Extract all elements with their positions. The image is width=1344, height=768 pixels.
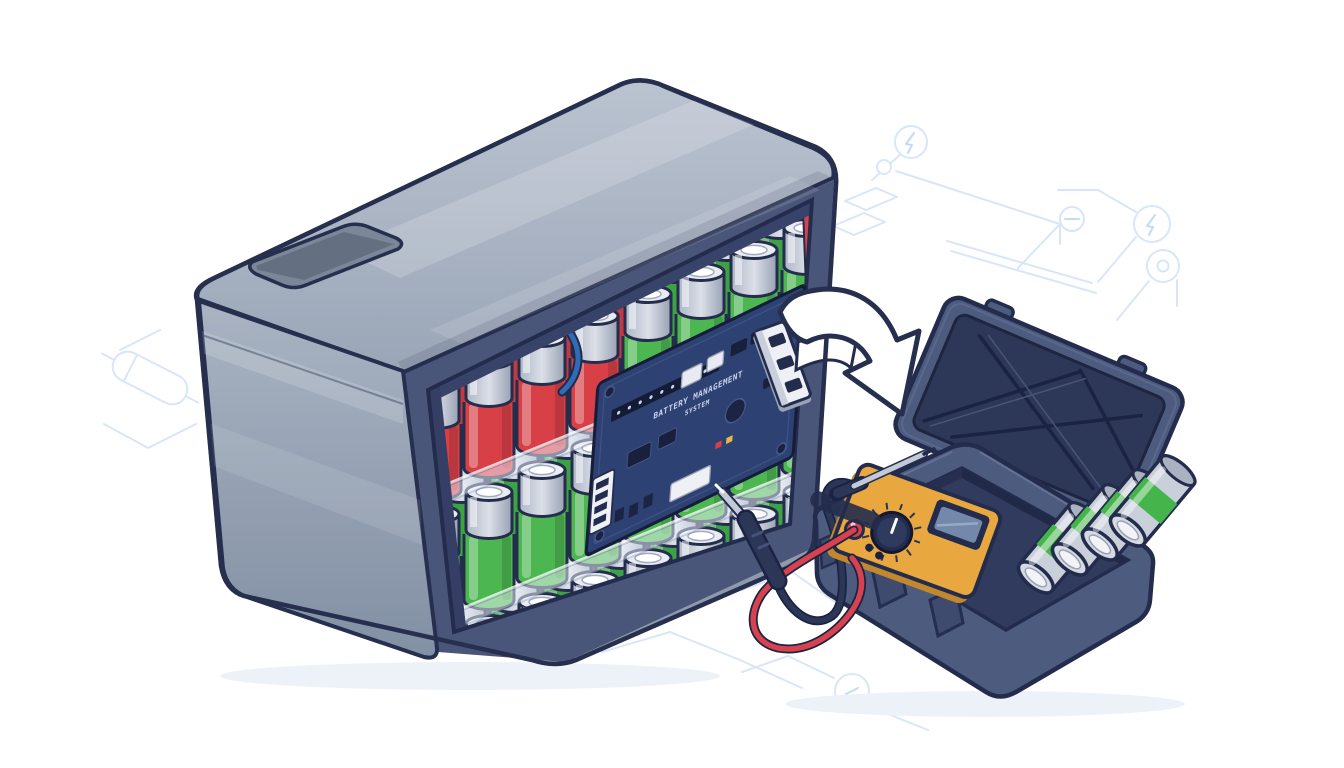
handle-slot <box>248 222 404 290</box>
end-sheen <box>199 330 403 424</box>
bms-board: BATTERY MANAGEMENT SYSTEM <box>584 284 858 557</box>
trace-group-top-right <box>832 125 1097 294</box>
case-lid <box>893 295 1185 531</box>
probe-tip-highlight <box>714 483 725 494</box>
red-test-lead <box>748 525 866 654</box>
top-front-shade <box>398 171 833 372</box>
capacitor <box>724 397 746 424</box>
battery-pack-cutaway: BATTERY MANAGEMENT SYSTEM <box>193 78 858 667</box>
top-sheen <box>340 98 760 278</box>
trace-group-right <box>1057 189 1180 321</box>
blue-wire <box>559 327 581 395</box>
led-amber <box>725 435 733 445</box>
frame-inner-edge <box>425 196 815 635</box>
edge-connector <box>588 468 616 536</box>
loose-probe <box>714 483 788 591</box>
end-sheen <box>201 420 422 545</box>
ic-chip <box>657 427 678 450</box>
output-connector <box>753 320 812 412</box>
spare-batteries <box>1016 454 1197 595</box>
probe-jack <box>865 543 874 552</box>
transfer-arrow <box>777 286 922 417</box>
pack-outline <box>193 78 839 667</box>
lid-straps <box>922 334 1144 491</box>
relay <box>680 362 703 389</box>
toolkit-case <box>714 295 1197 699</box>
multimeter <box>826 462 1003 604</box>
probe-slot <box>810 491 881 530</box>
end-seam <box>198 333 404 405</box>
frame-left-lip <box>428 386 466 632</box>
stored-probe <box>810 447 936 530</box>
top-sheen <box>430 176 820 344</box>
bottom-connector <box>669 464 712 503</box>
probe-tip <box>922 447 936 456</box>
lid-strap-highlights <box>929 334 1101 488</box>
ic-chip <box>730 337 748 357</box>
dial-pointer <box>890 517 898 534</box>
trace-group-left <box>100 329 200 449</box>
led-red <box>715 440 722 450</box>
black-test-lead <box>771 478 855 626</box>
relay <box>706 350 725 373</box>
pack-shadow <box>220 662 720 690</box>
probe-jack <box>875 551 884 560</box>
frame-top-lip <box>428 200 812 404</box>
case-shadow <box>785 691 1185 717</box>
ic-chip <box>626 441 652 469</box>
spare-battery <box>1108 454 1197 548</box>
